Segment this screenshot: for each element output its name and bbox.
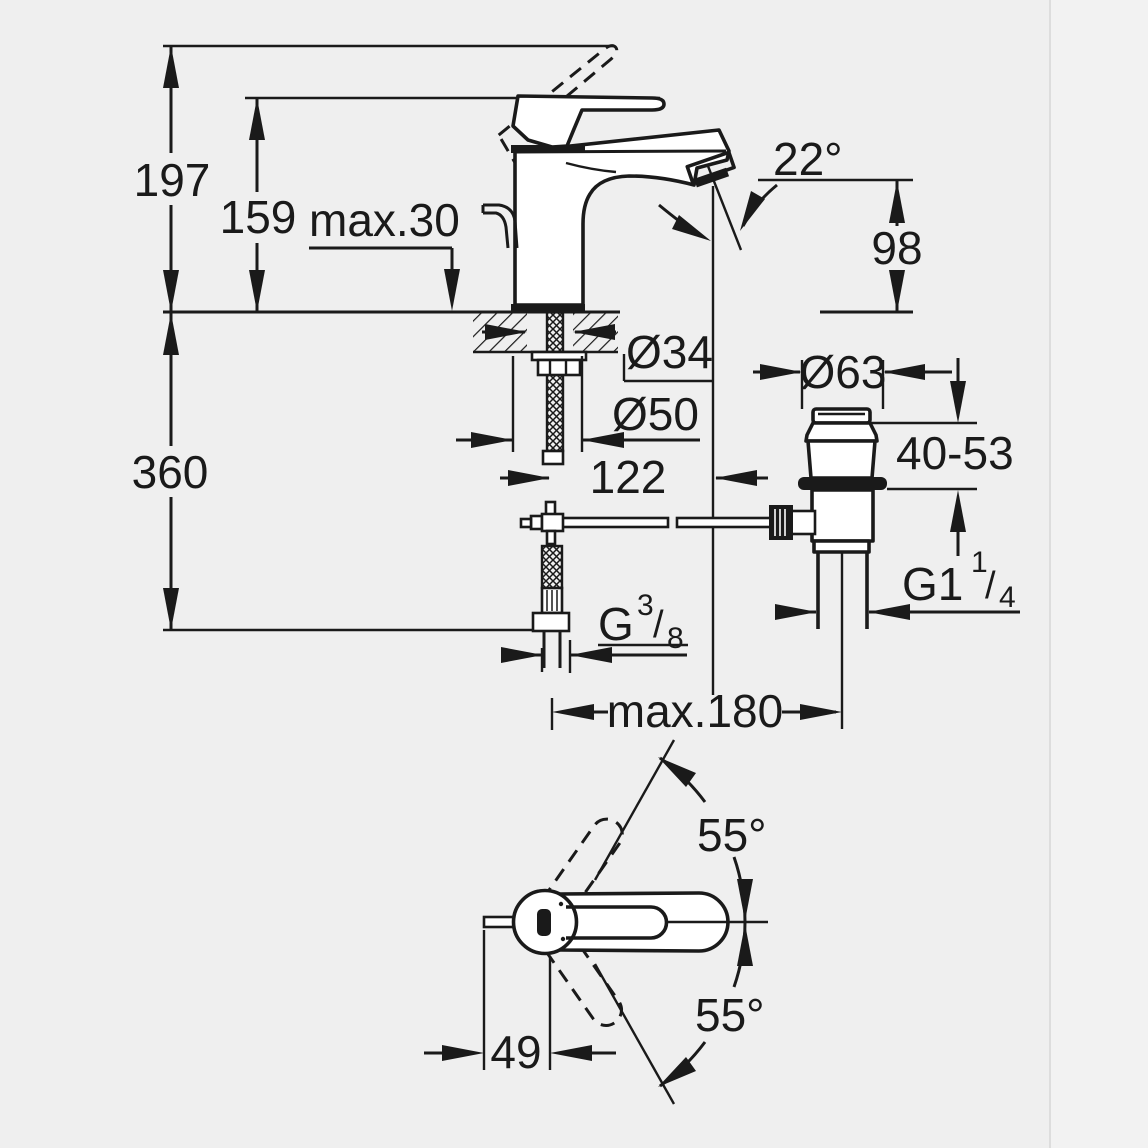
faucet-side-view: [481, 44, 736, 312]
pull-rod: [481, 203, 519, 249]
swing-lower-label: 55°: [695, 989, 765, 1041]
base-dia-label: Ø50: [612, 388, 699, 440]
dimension-55-upper: 55°: [658, 756, 767, 923]
waste-plug-cap: [811, 407, 872, 425]
dimension-360: 360: [132, 313, 209, 630]
handle-ghost-upper: [541, 817, 624, 919]
base-ring: [511, 304, 585, 312]
popup-rod-assembly: [519, 500, 774, 668]
spout-height-label: 98: [871, 222, 922, 274]
knurled-adjuster: [769, 505, 793, 540]
handle-ghost-lower: [540, 926, 623, 1027]
rod-boss: [789, 509, 817, 536]
dimension-197: 197: [134, 46, 211, 312]
cartridge-ring: [511, 145, 585, 153]
dimension-g38: G 3 / 8: [501, 589, 688, 673]
supply-thread-label: G 3 / 8: [598, 589, 684, 655]
dimension-22deg: 22°: [658, 133, 843, 241]
dimension-98: 98: [871, 181, 923, 312]
waste-flange: [804, 421, 879, 443]
g38-nut: [531, 611, 571, 633]
dimension-d50: Ø50: [456, 356, 700, 452]
pull-rod-top: [482, 915, 516, 929]
dimension-d63: Ø63: [753, 346, 952, 409]
spout-projection-label: 122: [590, 451, 667, 503]
waste-thread-label: G1 1 / 4: [902, 546, 1016, 614]
dimension-159: 159: [220, 98, 297, 312]
waste-gasket: [798, 477, 887, 490]
swing-upper-label: 55°: [697, 809, 767, 861]
overall-height-label: 197: [134, 154, 211, 206]
aerator: [685, 150, 736, 188]
dimension-max180: max.180: [550, 685, 842, 737]
stream-angle-label: 22°: [773, 133, 843, 185]
hose-length-label: 360: [132, 446, 209, 498]
dimension-max30: max.30: [309, 194, 460, 311]
deck-thickness-label: max.30: [309, 194, 460, 246]
supply-hose-assembly: [530, 310, 588, 466]
waste-set: [769, 407, 887, 729]
rod-reach-label: max.180: [607, 685, 783, 737]
right-panel: [1051, 0, 1148, 1148]
dimension-d34: Ø34: [482, 324, 713, 383]
shank-hole-dia-label: Ø34: [626, 326, 713, 378]
pivot-offset-label: 49: [490, 1026, 541, 1078]
waste-deck-range-label: 40-53: [896, 427, 1014, 479]
dimension-g114: G1 1 / 4: [775, 546, 1020, 620]
faucet-body: [513, 128, 731, 307]
handle-top-view: 55° 55° 49: [424, 739, 768, 1105]
lever-keyhole: [537, 909, 551, 936]
dimension-55-lower: 55°: [658, 921, 765, 1088]
dimension-40-53: 40-53: [869, 358, 1014, 556]
dimension-122: 122: [500, 451, 768, 503]
handle-lever: [511, 94, 666, 149]
waste-flange-dia-label: Ø63: [800, 346, 887, 398]
handle-height-label: 159: [220, 191, 297, 243]
dimension-49: 49: [424, 930, 616, 1078]
